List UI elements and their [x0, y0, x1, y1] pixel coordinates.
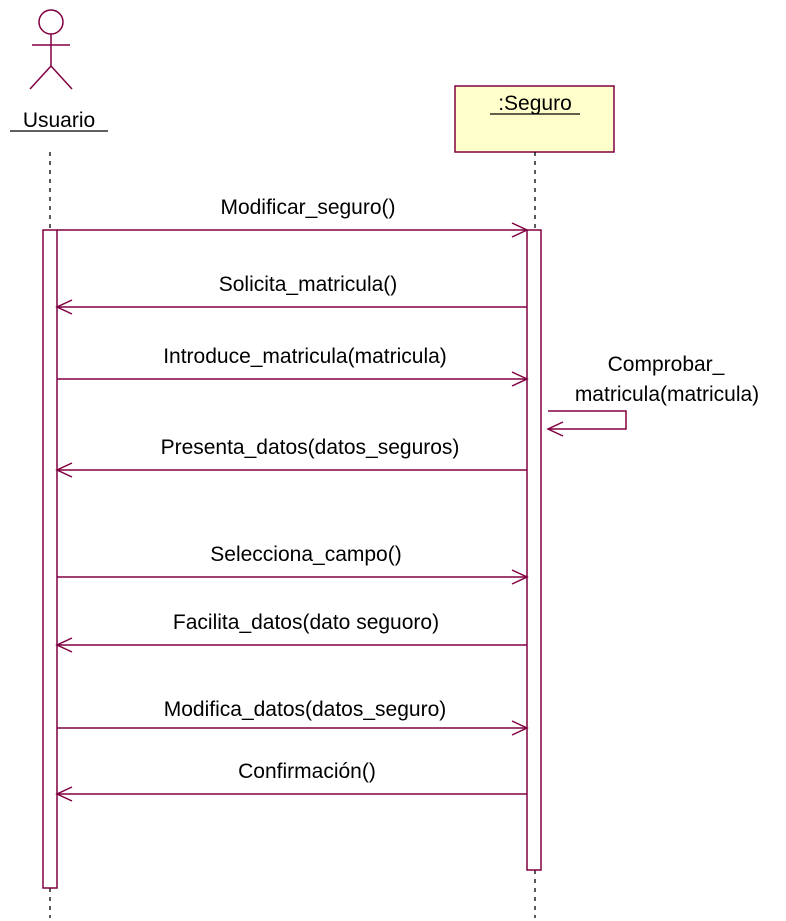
- message-label: Modificar_seguro(): [220, 196, 395, 219]
- actor-label: Usuario: [23, 109, 95, 132]
- arrowhead-right-icon: [511, 371, 529, 387]
- message-label: Selecciona_campo(): [210, 543, 401, 566]
- message-label: Confirmación(): [238, 760, 376, 783]
- arrowhead-left-icon: [55, 786, 73, 802]
- message-2: Solicita_matricula(): [55, 273, 527, 315]
- arrowhead-left-icon: [55, 299, 73, 315]
- message-7: Modifica_datos(datos_seguro): [57, 698, 529, 736]
- self-message-loop: [548, 410, 627, 430]
- self-message-label-line1: Comprobar_: [608, 353, 725, 376]
- arrowhead-left-icon: [55, 637, 73, 653]
- self-message-label-line2: matricula(matricula): [575, 383, 759, 406]
- arrowhead-left-icon: [546, 421, 564, 437]
- message-label: Modifica_datos(datos_seguro): [164, 698, 447, 721]
- message-8: Confirmación(): [55, 760, 527, 802]
- arrowhead-right-icon: [511, 222, 529, 238]
- message-label: Solicita_matricula(): [219, 273, 398, 296]
- message-1: Modificar_seguro(): [57, 196, 529, 238]
- actor-leg-left: [29, 65, 52, 90]
- object-box: [454, 85, 615, 153]
- message-5: Selecciona_campo(): [57, 543, 529, 585]
- message-3: Introduce_matricula(matricula): [57, 345, 529, 387]
- arrowhead-right-icon: [511, 720, 529, 736]
- object-label: :Seguro: [498, 92, 572, 115]
- arrowhead-left-icon: [55, 462, 73, 478]
- actor-leg-right: [50, 65, 73, 90]
- self-message: Comprobar_ matricula(matricula): [546, 353, 759, 437]
- actor-icon: [29, 9, 73, 90]
- actor-head: [38, 9, 64, 35]
- object-activation-bar: [526, 229, 542, 871]
- message-label: Facilita_datos(dato seguoro): [173, 611, 439, 634]
- message-label: Introduce_matricula(matricula): [163, 345, 447, 368]
- message-6: Facilita_datos(dato seguoro): [55, 611, 527, 653]
- message-4: Presenta_datos(datos_seguros): [55, 436, 527, 478]
- arrowhead-right-icon: [511, 569, 529, 585]
- actor-activation-bar: [42, 229, 58, 889]
- message-label: Presenta_datos(datos_seguros): [161, 436, 460, 459]
